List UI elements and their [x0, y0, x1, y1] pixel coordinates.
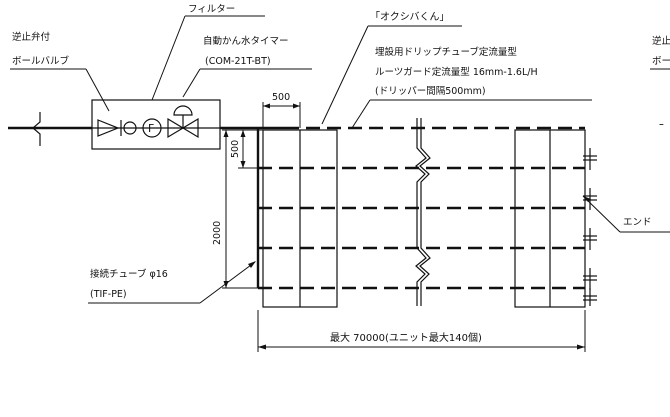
drip-leader — [351, 99, 371, 129]
drip-label-line3: (ドリッパー間隔500mm) — [375, 86, 486, 97]
continuation-break-a — [415, 118, 427, 306]
tube-leader-arrow — [248, 261, 256, 268]
check-valve-leader — [85, 68, 110, 112]
dim-500-v-arrow-t — [240, 130, 246, 137]
timer-label-line1: 自動かん水タイマー — [203, 35, 289, 47]
filter-label: フィルター — [188, 4, 235, 15]
filter-symbol-letter: F — [148, 122, 154, 135]
okushi-label: 「オクシバくん」 — [370, 11, 450, 23]
check-valve-label-line1: 逆止弁付 — [12, 31, 51, 43]
dim-500-horizontal: 500 — [272, 92, 290, 103]
dim-500-h-arrow-r — [293, 103, 300, 109]
control-box — [91, 99, 221, 150]
ball-valve-symbol — [123, 121, 137, 135]
end-caps — [583, 148, 597, 306]
end-leader-arrow — [583, 196, 591, 202]
dim-500-h-arrow-l — [263, 103, 270, 109]
solenoid-actuator — [173, 105, 193, 116]
filter-leader — [151, 15, 186, 101]
tube-leader — [199, 261, 256, 304]
solenoid-valve-left — [167, 117, 185, 139]
dim-2000: 2000 — [212, 221, 223, 245]
dim-500-vertical: 500 — [230, 140, 241, 158]
check-valve-label-line2: ボールバルブ — [12, 55, 70, 67]
tube-label-line2: (TIF-PE) — [90, 289, 127, 300]
timer-leader — [182, 68, 201, 98]
solenoid-valve-right — [181, 117, 199, 139]
timer-label-line2: (COM-21T-BT) — [205, 56, 271, 67]
check-valve-symbol — [97, 119, 120, 137]
drip-label-line1: 埋設用ドリップチューブ定流量型 — [375, 46, 517, 58]
drip-label-line2: ルーツガード定流量型 16mm-1.6L/H — [375, 66, 538, 78]
continuation-break-b — [419, 118, 431, 306]
right-cut-label-line2: ボー — [652, 56, 670, 67]
dim-500-v-arrow-b — [240, 161, 246, 168]
end-leader — [582, 195, 621, 233]
filter-symbol — [142, 118, 162, 138]
max-length-label: 最大 70000(ユニット最大140個) — [330, 331, 482, 344]
max-length-arrow-l — [258, 344, 266, 350]
tube-label-line1: 接続チューブ φ16 — [90, 268, 168, 280]
pipe-break-symbol — [32, 112, 41, 146]
right-cut-mark: ｰ — [659, 120, 664, 131]
end-label: エンド — [623, 217, 652, 228]
okushi-leader — [321, 25, 369, 125]
dim-2000-arrow-t — [223, 130, 229, 137]
max-length-arrow-r — [577, 344, 585, 350]
right-cut-label-line1: 逆止 — [652, 35, 670, 47]
